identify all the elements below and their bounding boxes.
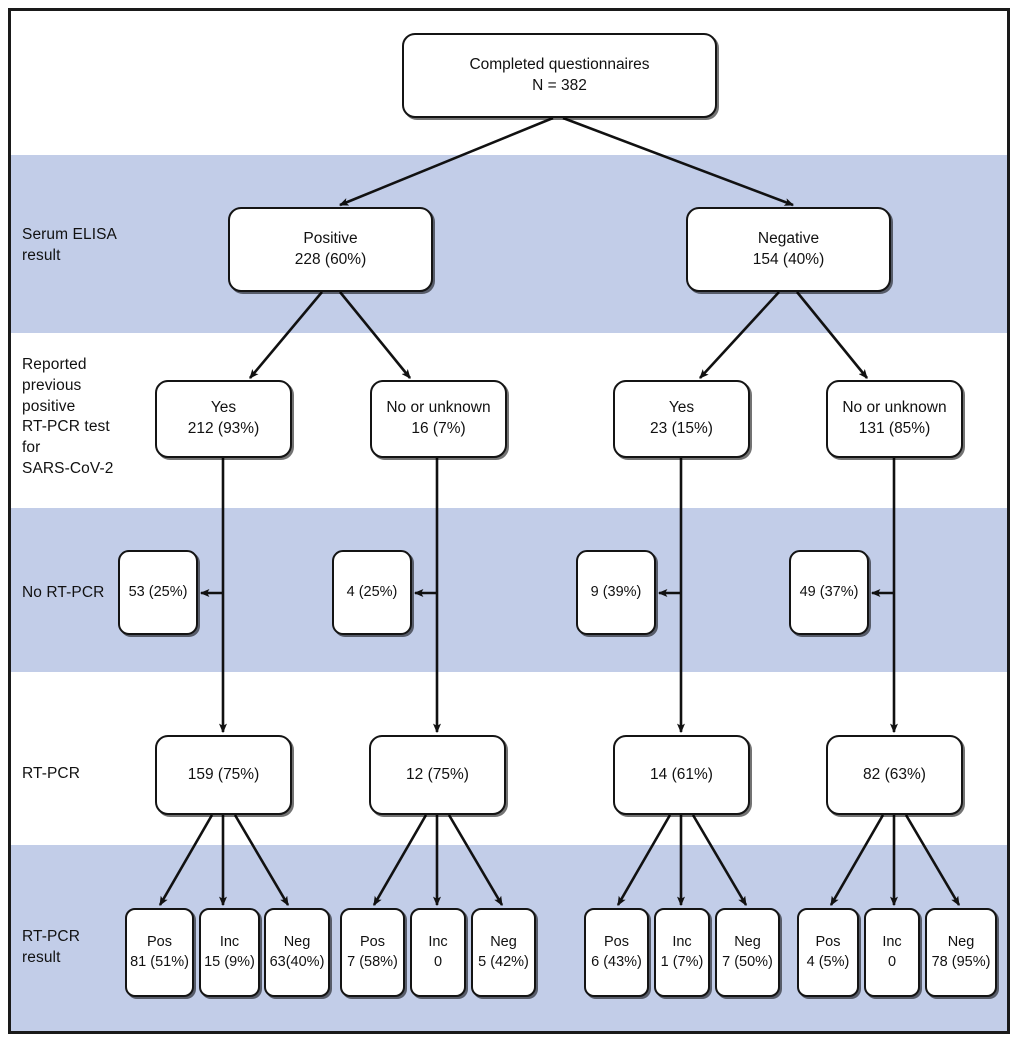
node-reported-pos-yes[interactable]: Yes 212 (93%) <box>155 380 292 458</box>
row-label-no-rtpcr: No RT-PCR <box>22 584 105 601</box>
node-elisa-positive[interactable]: Positive 228 (60%) <box>228 207 433 292</box>
node-reported-neg-no-or-unknown[interactable]: No or unknown 131 (85%) <box>826 380 963 458</box>
node-line-1: Inc <box>882 934 902 951</box>
node-line-1: Neg <box>490 934 517 951</box>
node-result-3-neg[interactable]: Neg 7 (50%) <box>715 908 780 997</box>
node-result-4-inc[interactable]: Inc 0 <box>864 908 920 997</box>
node-reported-neg-yes[interactable]: Yes 23 (15%) <box>613 380 750 458</box>
node-line-1: Negative <box>757 229 820 247</box>
node-line-2: 228 (60%) <box>294 250 367 268</box>
node-line-1: Inc <box>428 934 448 951</box>
node-line-1: Positive <box>303 229 358 247</box>
node-result-1-inc[interactable]: Inc 15 (9%) <box>199 908 260 997</box>
node-completed-questionnaires[interactable]: Completed questionnaires N = 382 <box>402 33 717 118</box>
node-line-1: 4 (25%) <box>346 583 398 600</box>
node-line-2: 131 (85%) <box>858 420 931 437</box>
node-line-2: 1 (7%) <box>660 953 704 970</box>
node-no-rtpcr-1[interactable]: 53 (25%) <box>118 550 198 635</box>
node-line-1: 82 (63%) <box>863 765 926 783</box>
node-line-1: Inc <box>672 934 692 951</box>
node-line-2: 23 (15%) <box>650 420 713 437</box>
node-line-2: 212 (93%) <box>187 420 260 437</box>
node-line-1: Neg <box>734 934 761 951</box>
node-line-1: Pos <box>604 934 629 951</box>
node-line-1: Completed questionnaires <box>469 55 650 73</box>
node-result-3-inc[interactable]: Inc 1 (7%) <box>654 908 710 997</box>
node-no-rtpcr-2[interactable]: 4 (25%) <box>332 550 412 635</box>
node-line-1: 14 (61%) <box>650 765 713 783</box>
node-result-1-pos[interactable]: Pos 81 (51%) <box>125 908 194 997</box>
node-line-1: Pos <box>360 934 385 951</box>
node-result-2-pos[interactable]: Pos 7 (58%) <box>340 908 405 997</box>
node-rtpcr-3[interactable]: 14 (61%) <box>613 735 750 815</box>
node-line-2: 4 (5%) <box>806 953 850 970</box>
node-line-1: 49 (37%) <box>799 583 859 600</box>
node-line-2: N = 382 <box>532 76 587 94</box>
node-result-4-pos[interactable]: Pos 4 (5%) <box>797 908 859 997</box>
node-line-1: Pos <box>815 934 841 951</box>
node-line-2: 16 (7%) <box>411 420 466 437</box>
node-rtpcr-1[interactable]: 159 (75%) <box>155 735 292 815</box>
node-line-2: 7 (50%) <box>722 953 773 970</box>
node-line-1: 53 (25%) <box>128 583 188 600</box>
node-line-2: 5 (42%) <box>478 953 529 970</box>
node-no-rtpcr-4[interactable]: 49 (37%) <box>789 550 869 635</box>
node-result-4-neg[interactable]: Neg 78 (95%) <box>925 908 997 997</box>
node-line-2: 63(40%) <box>269 953 325 970</box>
node-reported-pos-no-or-unknown[interactable]: No or unknown 16 (7%) <box>370 380 507 458</box>
node-rtpcr-4[interactable]: 82 (63%) <box>826 735 963 815</box>
node-line-1: Neg <box>283 934 311 951</box>
node-elisa-negative[interactable]: Negative 154 (40%) <box>686 207 891 292</box>
node-result-2-inc[interactable]: Inc 0 <box>410 908 466 997</box>
node-line-2: 15 (9%) <box>204 953 255 970</box>
node-line-1: Yes <box>668 399 695 417</box>
node-result-2-neg[interactable]: Neg 5 (42%) <box>471 908 536 997</box>
node-line-2: 154 (40%) <box>752 250 825 268</box>
node-line-2: 6 (43%) <box>591 953 642 970</box>
node-line-2: 0 <box>887 953 897 970</box>
node-line-2: 78 (95%) <box>931 953 991 970</box>
node-line-1: 12 (75%) <box>406 765 469 783</box>
node-rtpcr-2[interactable]: 12 (75%) <box>369 735 506 815</box>
node-line-2: 7 (58%) <box>347 953 398 970</box>
node-line-1: 159 (75%) <box>187 765 260 783</box>
node-line-1: No or unknown <box>386 399 491 417</box>
node-line-1: Pos <box>147 934 172 951</box>
node-line-1: No or unknown <box>842 399 947 417</box>
node-line-2: 0 <box>433 953 443 970</box>
node-line-1: Neg <box>947 934 975 951</box>
row-label-rtpcr: RT-PCR <box>22 765 81 782</box>
node-line-2: 81 (51%) <box>130 953 189 970</box>
node-line-1: 9 (39%) <box>590 583 642 600</box>
node-result-1-neg[interactable]: Neg 63(40%) <box>264 908 330 997</box>
node-no-rtpcr-3[interactable]: 9 (39%) <box>576 550 656 635</box>
node-line-1: Yes <box>210 399 237 417</box>
node-line-1: Inc <box>219 934 240 951</box>
node-result-3-pos[interactable]: Pos 6 (43%) <box>584 908 649 997</box>
